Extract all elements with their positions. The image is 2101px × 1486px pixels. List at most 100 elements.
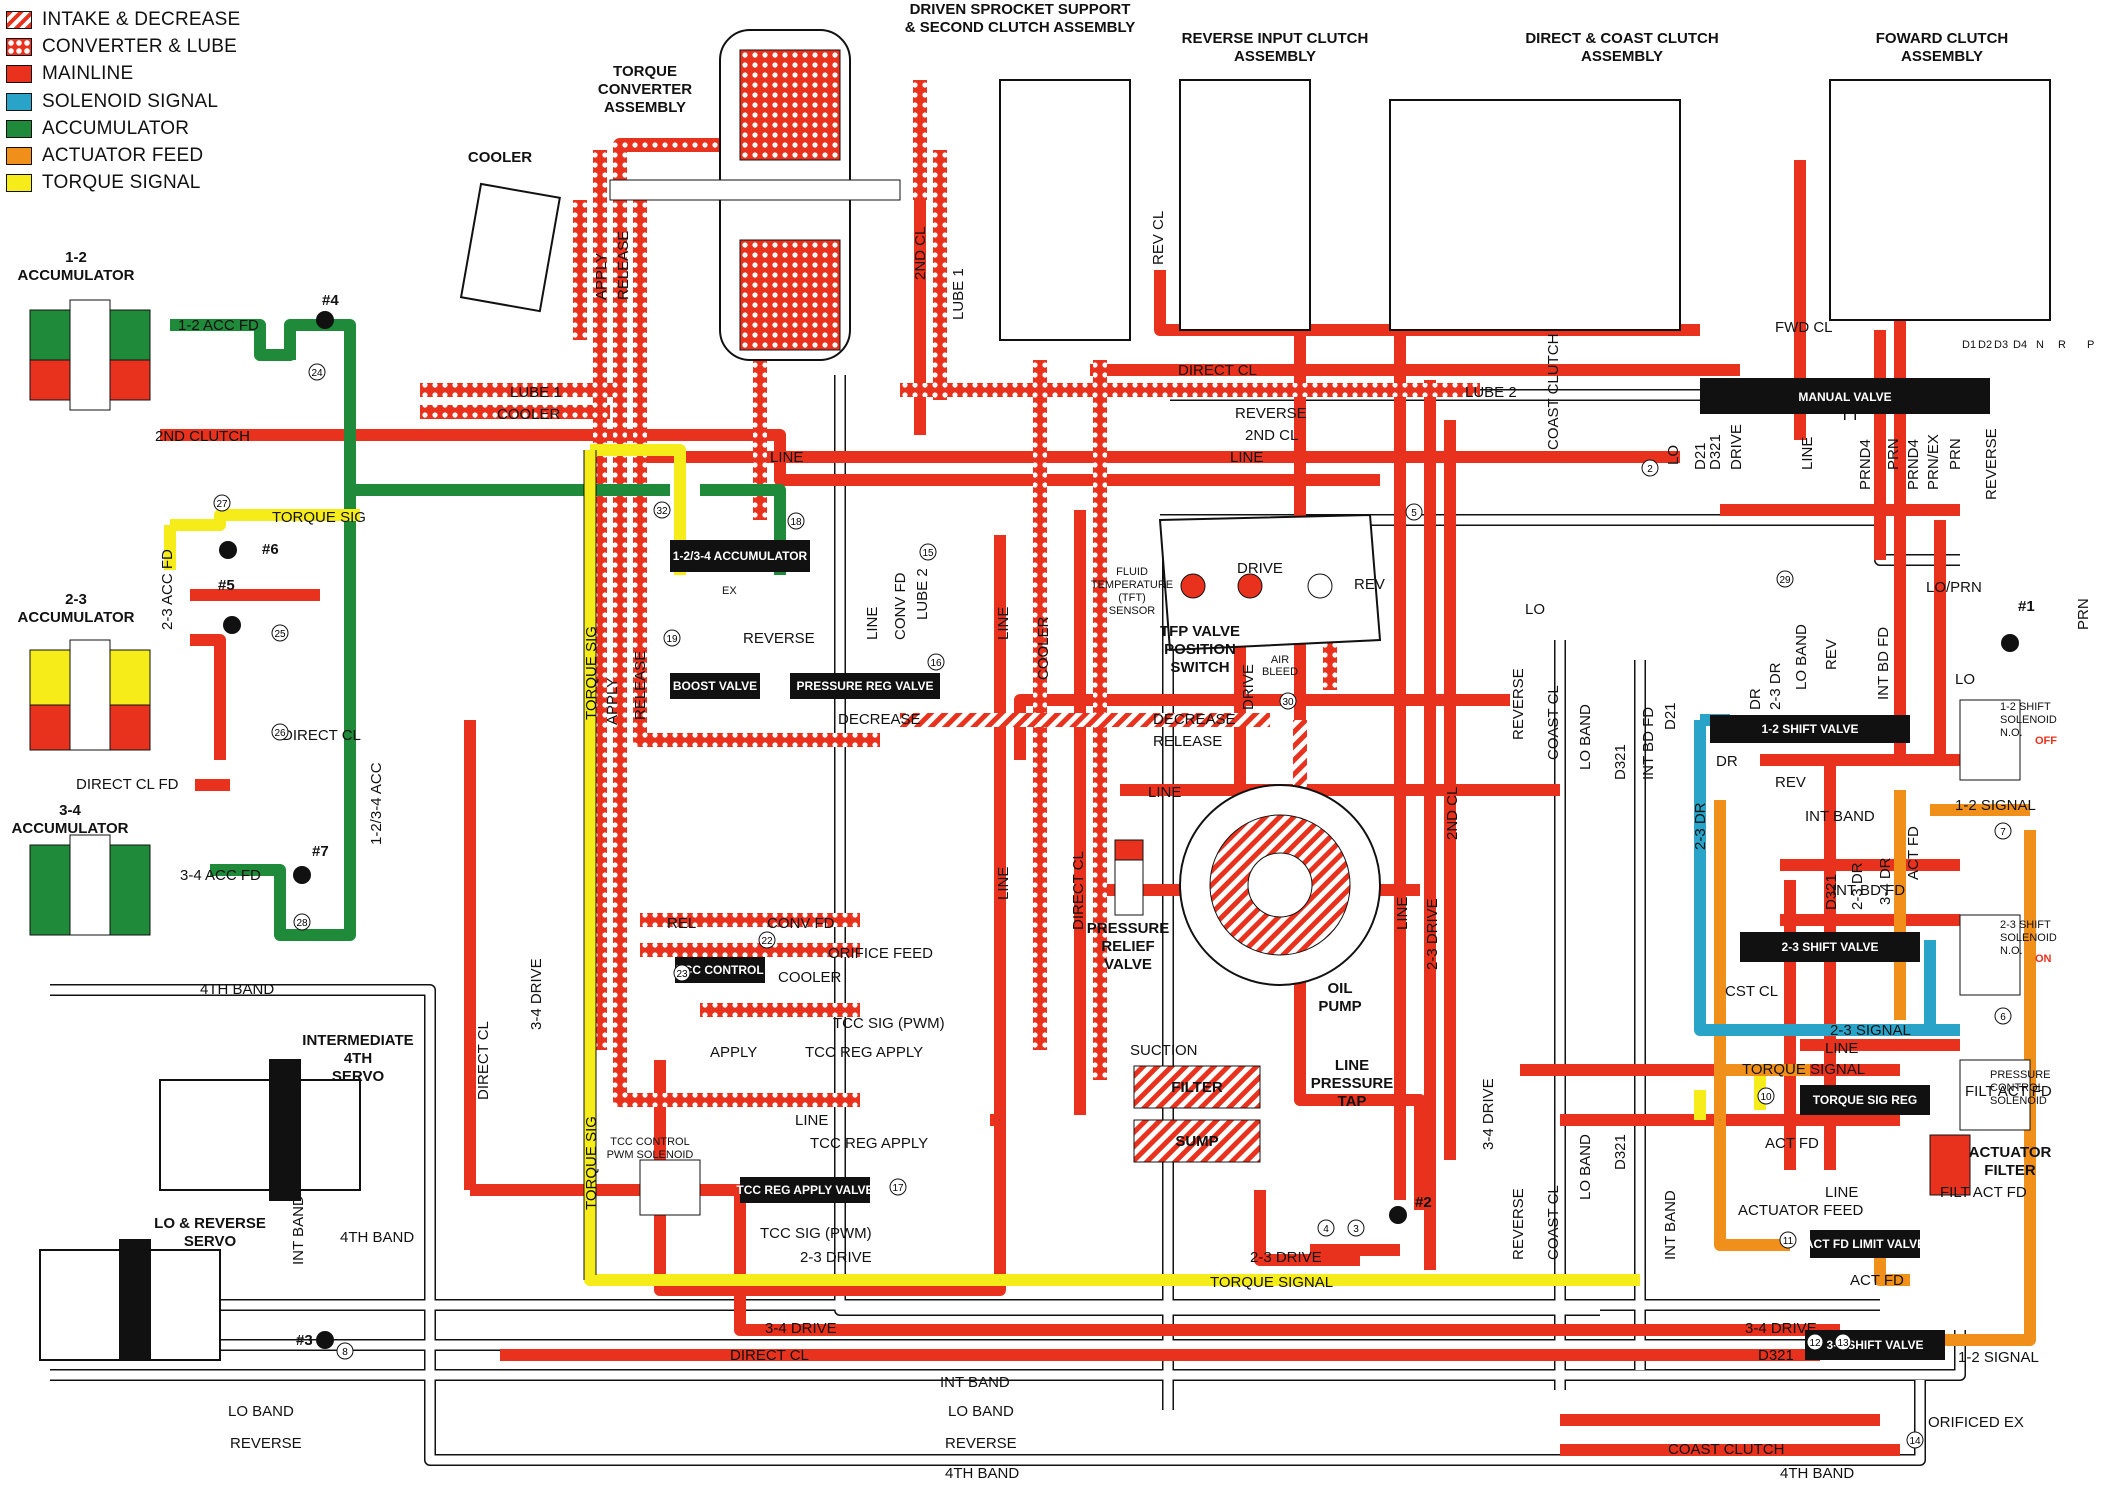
sprocket-title: DRIVEN SPROCKET SUPPORT xyxy=(910,1,1131,18)
orifice-marker: 26 xyxy=(271,723,289,741)
orifice-marker: 7 xyxy=(1994,822,2012,840)
pump-title: OIL xyxy=(1328,980,1353,997)
acc34-title: 3-4 xyxy=(59,802,81,819)
passage-label: TCC REG APPLY xyxy=(810,1135,928,1152)
passage-label: 2-3 DR xyxy=(1849,862,1866,910)
tap-title: PRESSURE xyxy=(1311,1075,1394,1092)
oil-pump-body xyxy=(1179,784,1381,986)
act-filter-title: ACTUATOR xyxy=(1969,1144,2052,1161)
passage-label: LINE xyxy=(864,607,881,640)
passage-label: 3-4 DR xyxy=(1877,857,1894,905)
passage-label: COOLER xyxy=(497,406,561,423)
passage-label: DIRECT CL FD xyxy=(76,776,179,793)
sol12-label: SOLENOID xyxy=(2000,714,2057,726)
passage-label: DIRECT CL xyxy=(475,1021,492,1100)
accumulator-12 xyxy=(29,299,151,411)
passage-label: DR xyxy=(1747,688,1764,710)
passage-label: REV CL xyxy=(1150,211,1167,265)
passage-label: CST CL xyxy=(1725,983,1778,1000)
relief-title: RELIEF xyxy=(1101,938,1154,955)
passage-label: 4TH BAND xyxy=(945,1465,1019,1482)
passage-label: DECREASE xyxy=(1153,711,1236,728)
orifice-marker: 3 xyxy=(1347,1219,1365,1237)
legend-label: CONVERTER & LUBE xyxy=(42,35,238,57)
passage-label: PRN xyxy=(1885,438,1902,470)
passage-label: REV xyxy=(1823,639,1840,670)
passage-label: ACT FD xyxy=(1850,1272,1904,1289)
sol23-label: 2-3 SHIFT xyxy=(2000,919,2051,931)
orifice-marker: 8 xyxy=(336,1342,354,1360)
passage-label: 2-3 DRIVE xyxy=(1424,898,1441,970)
passage-label: LUBE 1 xyxy=(510,384,562,401)
orifice-number: 22 xyxy=(761,936,773,947)
forward-title: FOWARD CLUTCH xyxy=(1876,30,2008,47)
orifice-number: 12 xyxy=(1809,1338,1821,1349)
passage-label: 4TH BAND xyxy=(200,981,274,998)
passage-label: REVERSE xyxy=(230,1435,302,1452)
check-ball-label: #6 xyxy=(262,541,279,558)
tft-label: FLUID xyxy=(1116,566,1148,578)
passage-label: APPLY xyxy=(593,253,610,300)
passage-label: LUBE 2 xyxy=(1465,384,1517,401)
passage-label: 3-4 DRIVE xyxy=(1480,1078,1497,1150)
passage-label: FILT ACT FD xyxy=(1940,1184,2027,1201)
cooler-unit xyxy=(459,182,561,313)
orifice-marker: 12 xyxy=(1806,1333,1824,1351)
passage-label: 2-3 DRIVE xyxy=(800,1249,872,1266)
orifice-number: 7 xyxy=(2000,827,2006,838)
passage-label: RELEASE xyxy=(615,231,632,300)
valve-labels: MANUAL VALVE BOOST VALVE PRESSURE REG VA… xyxy=(673,390,1925,1352)
orifice-marker: 23 xyxy=(673,964,691,982)
passage-label: REVERSE xyxy=(1510,1188,1527,1260)
servo-bodies xyxy=(39,1059,361,1361)
passage-label: LINE xyxy=(770,449,803,466)
passage-label: FILT ACT FD xyxy=(1965,1083,2052,1100)
passage-label: COAST CL xyxy=(1545,1185,1562,1260)
inactive-passages xyxy=(50,160,1966,1466)
passage-label: DRIVE xyxy=(1240,664,1257,710)
acc34-title: ACCUMULATOR xyxy=(12,820,129,837)
passage-label: REVERSE xyxy=(1983,428,2000,500)
legend-label: TORQUE SIGNAL xyxy=(42,172,201,194)
orifice-number: 13 xyxy=(1837,1338,1849,1349)
passage-label: DRIVE xyxy=(1237,560,1283,577)
passage-label: SUCTION xyxy=(1130,1042,1198,1059)
passage-label: PRND4 xyxy=(1905,439,1922,490)
passage-label: REVERSE xyxy=(1510,668,1527,740)
orifice-marker: 5 xyxy=(1405,503,1423,521)
boost-valve-label: BOOST VALVE xyxy=(673,679,757,693)
passage-label: FWD CL xyxy=(1775,319,1833,336)
passage-label: 2ND CL xyxy=(1245,427,1298,444)
passage-label: ACT FD xyxy=(1765,1135,1819,1152)
legend-label: SOLENOID SIGNAL xyxy=(42,90,219,112)
orifice-number: 28 xyxy=(296,918,308,929)
tft-label: (TFT) xyxy=(1118,592,1145,604)
passage-label: 2-3 SIGNAL xyxy=(1830,1022,1911,1039)
passage-label: 2-3 DR xyxy=(1692,802,1709,850)
tcc-pwm-label: TCC CONTROL xyxy=(610,1136,689,1148)
orifice-number: 30 xyxy=(1282,697,1294,708)
sprocket-title: & SECOND CLUTCH ASSEMBLY xyxy=(905,19,1136,36)
rev-input-title: REVERSE INPUT CLUTCH xyxy=(1182,30,1369,47)
legend-label: INTAKE & DECREASE xyxy=(42,8,241,30)
tfp-title: TFP VALVE xyxy=(1160,623,1240,640)
passage-label: LUBE 2 xyxy=(914,568,931,620)
check-ball-label: #2 xyxy=(1415,1194,1432,1211)
pressure-reg-valve-label: PRESSURE REG VALVE xyxy=(797,679,934,693)
passage-label: REVERSE xyxy=(743,630,815,647)
orifice-number: 25 xyxy=(274,629,286,640)
orifice-number: 17 xyxy=(892,1183,904,1194)
legend: INTAKE & DECREASE CONVERTER & LUBE MAINL… xyxy=(6,6,246,197)
passage-label: REVERSE xyxy=(945,1435,1017,1452)
orifice-number: 18 xyxy=(790,517,802,528)
passage-label: DIRECT CL xyxy=(1070,851,1087,930)
position-label: D4 xyxy=(2013,339,2027,351)
check-ball-label: #5 xyxy=(218,577,235,594)
orifice-number: 11 xyxy=(1783,1236,1794,1247)
passage-label: TCC SIG (PWM) xyxy=(760,1225,872,1242)
sump-label: SUMP xyxy=(1175,1133,1218,1150)
